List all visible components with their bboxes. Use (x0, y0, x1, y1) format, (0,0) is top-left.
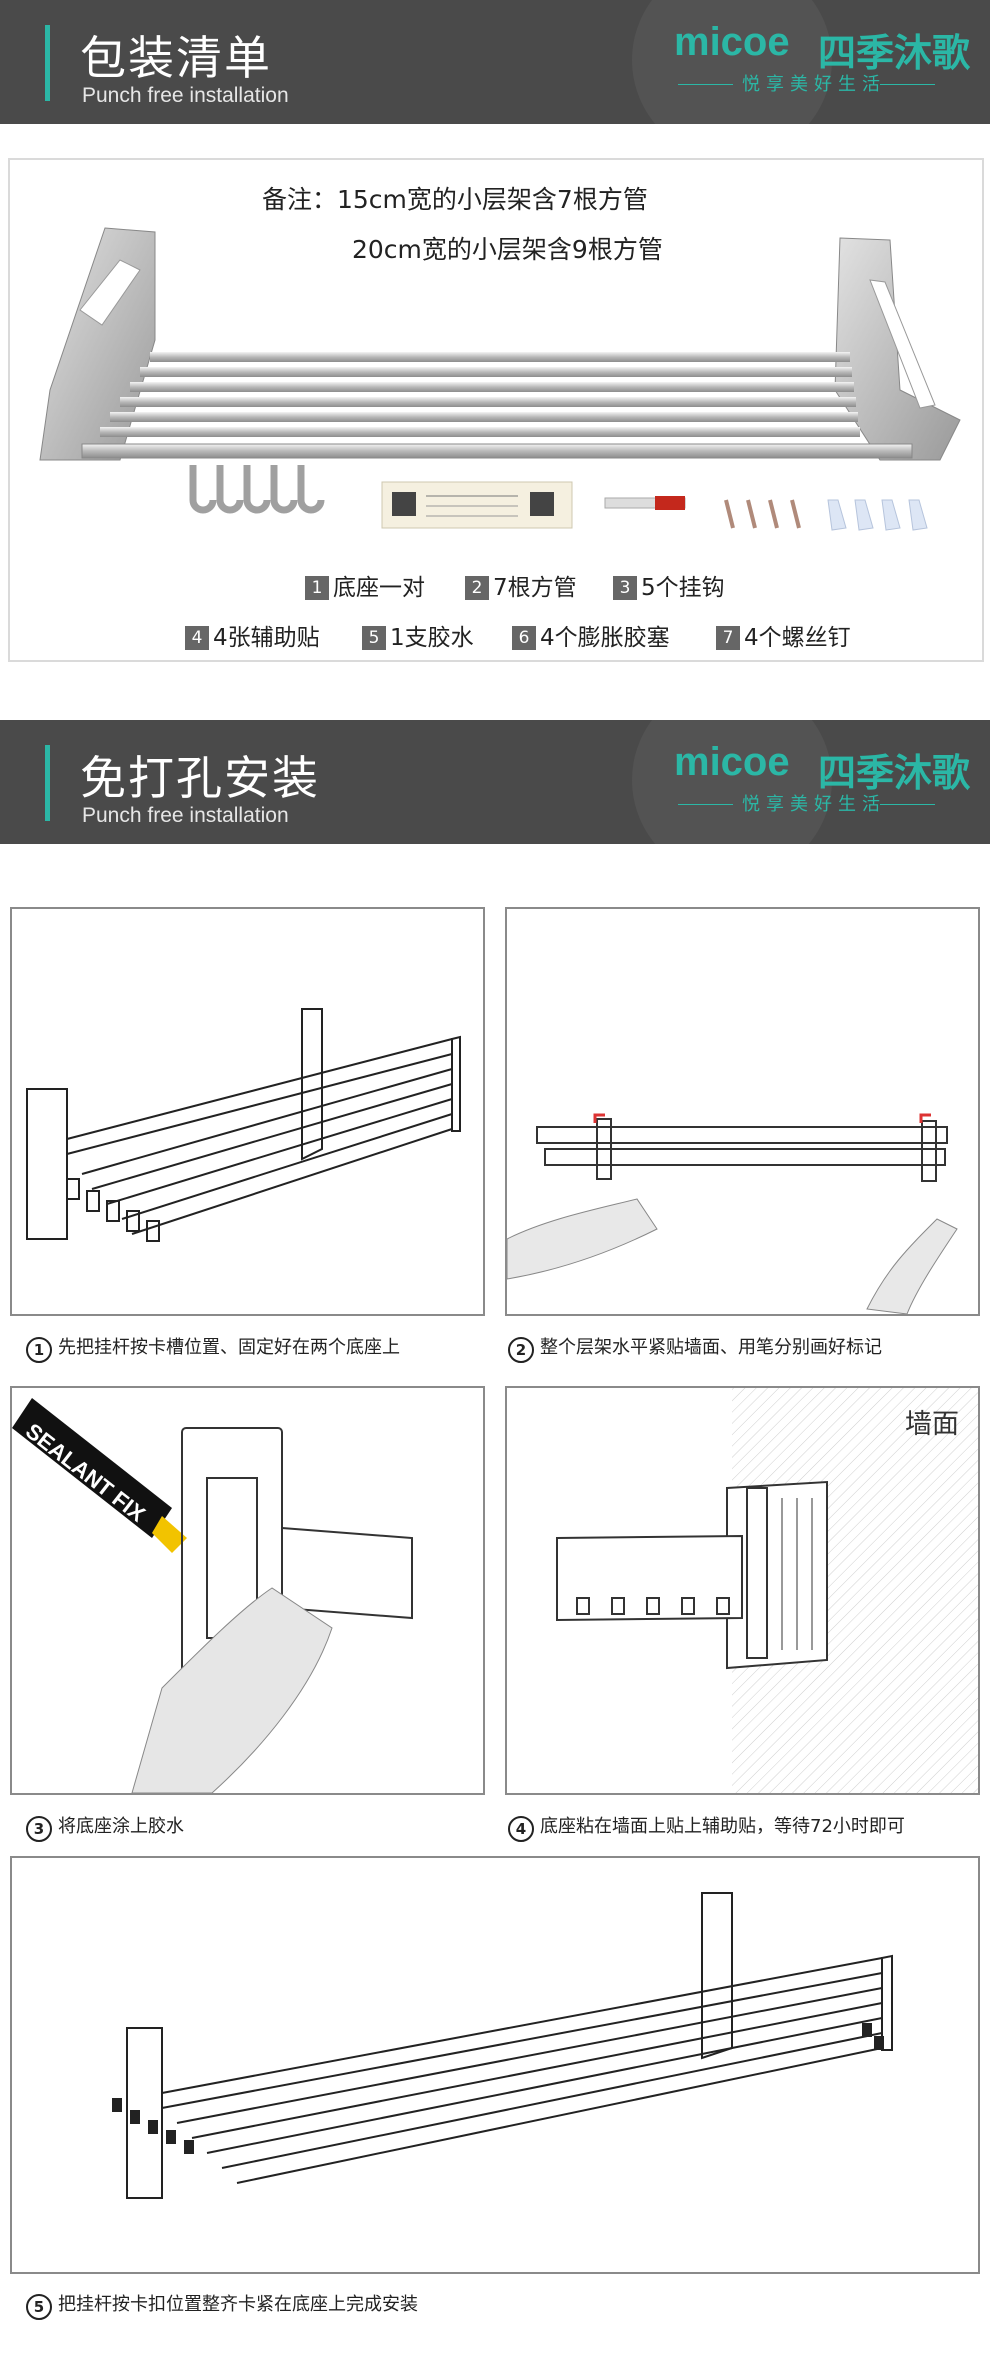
slogan-divider-left (678, 84, 733, 85)
brand-logo-cn: 四季沐歌 (818, 751, 971, 795)
slogan-divider-right (880, 804, 935, 805)
package-items-illustration (39, 227, 961, 461)
step-2-illustration (507, 1113, 958, 1314)
brand-logo-cn: 四季沐歌 (818, 31, 971, 75)
hands (507, 1198, 958, 1314)
brand-backdrop (632, 720, 832, 844)
pen-marks (593, 1113, 931, 1123)
section-title: 免打孔安装 (80, 751, 320, 805)
step-5-panel (10, 1856, 980, 2274)
section-title: 包装清单 (80, 31, 272, 85)
section-header-install: 免打孔安装 Punch free installation micoe 四季沐歌… (0, 720, 990, 844)
wall-label: 墙面 (905, 1409, 959, 1440)
step-4-illustration (556, 1388, 978, 1793)
glue-tube: SEALANT FIX (12, 1398, 187, 1553)
package-note-line2: 20cm宽的小层架含9根方管 (352, 235, 663, 264)
step-3-panel: SEALANT FIX (10, 1386, 485, 1795)
screws (724, 499, 801, 529)
section-header-package: 包装清单 Punch free installation micoe 四季沐歌 … (0, 0, 990, 124)
square-tubes (81, 352, 913, 459)
package-note-line1: 备注：15cm宽的小层架含7根方管 (262, 185, 648, 214)
hooks (189, 465, 325, 514)
slogan-divider-left (678, 804, 733, 805)
step-3-illustration: SEALANT FIX (12, 1398, 413, 1793)
package-contents-box: 备注：15cm宽的小层架含7根方管 20cm宽的小层架含9根方管 (8, 158, 984, 662)
brand-backdrop (632, 0, 832, 124)
header-accent-bar (45, 745, 50, 821)
slogan-divider-right (880, 84, 935, 85)
step-2-panel (505, 907, 980, 1316)
step-4-panel: 墙面 (505, 1386, 980, 1795)
brand-slogan: 悦享美好生活 (742, 74, 886, 95)
step-5-illustration (112, 1892, 893, 2199)
tube-end-caps (112, 2023, 884, 2154)
header-accent-bar (45, 25, 50, 101)
step-1-illustration (26, 1008, 461, 1242)
hand-sketch (131, 1587, 333, 1793)
package-accessories-illustration (189, 465, 928, 531)
glue-tube-label: SEALANT FIX (21, 1418, 150, 1527)
brand-slogan: 悦享美好生活 (742, 794, 886, 815)
step-1-panel (10, 907, 485, 1316)
brand-logo-text: micoe (674, 20, 790, 64)
helper-sticker-text (781, 1498, 813, 1650)
section-subtitle: Punch free installation (82, 84, 289, 107)
expansion-plugs (827, 499, 928, 531)
section-subtitle: Punch free installation (82, 804, 289, 827)
brand-logo-text: micoe (674, 740, 790, 784)
mounted-bracket (556, 1480, 828, 1670)
